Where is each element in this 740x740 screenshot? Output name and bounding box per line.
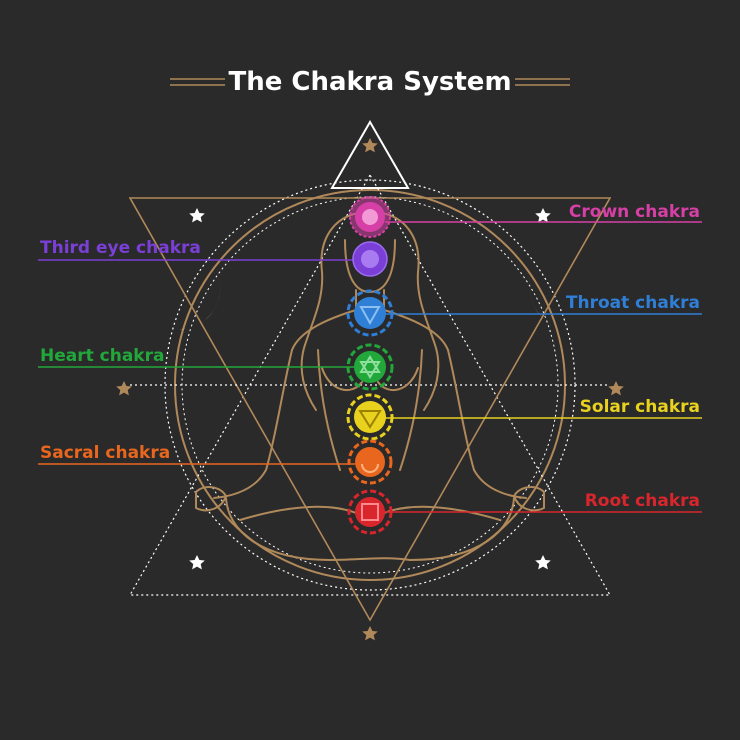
throat-chakra-label: Throat chakra — [566, 293, 700, 313]
star-icon — [535, 555, 551, 570]
heart-chakra-label: Heart chakra — [40, 346, 164, 366]
crown-chakra-label: Crown chakra — [569, 202, 700, 222]
star-icon — [189, 208, 205, 223]
third-eye-chakra-icon — [352, 241, 388, 277]
star-icon — [535, 208, 551, 223]
torso-outline — [291, 309, 449, 471]
stars — [116, 138, 624, 641]
throat-chakra-icon — [346, 289, 394, 337]
chakra-symbols — [346, 196, 394, 535]
top-triangle — [330, 119, 410, 189]
third-eye-chakra-label: Third eye chakra — [40, 238, 201, 258]
star-icon — [362, 138, 378, 153]
sacral-chakra-label: Sacral chakra — [40, 443, 170, 463]
crown-chakra-icon — [349, 196, 391, 238]
star-icon — [362, 626, 378, 641]
sacral-chakra-icon — [347, 439, 393, 485]
root-chakra-label: Root chakra — [585, 491, 700, 511]
star-icon — [116, 381, 132, 396]
hands-outline — [195, 486, 545, 512]
heart-chakra-icon — [346, 343, 394, 391]
root-chakra-icon — [347, 489, 393, 535]
star-icon — [189, 555, 205, 570]
chakra-labels: Crown chakra Third eye chakra Throat cha… — [40, 202, 700, 511]
solar-chakra-label: Solar chakra — [580, 397, 700, 417]
arms-outline — [213, 349, 527, 499]
star-icon — [608, 381, 624, 396]
page-title: The Chakra System — [228, 67, 511, 97]
solar-chakra-icon — [346, 393, 394, 441]
left-crescent-icon — [147, 262, 221, 330]
hair-outline — [300, 211, 440, 411]
title-block: The Chakra System — [170, 67, 570, 97]
chakra-connectors — [38, 221, 702, 513]
